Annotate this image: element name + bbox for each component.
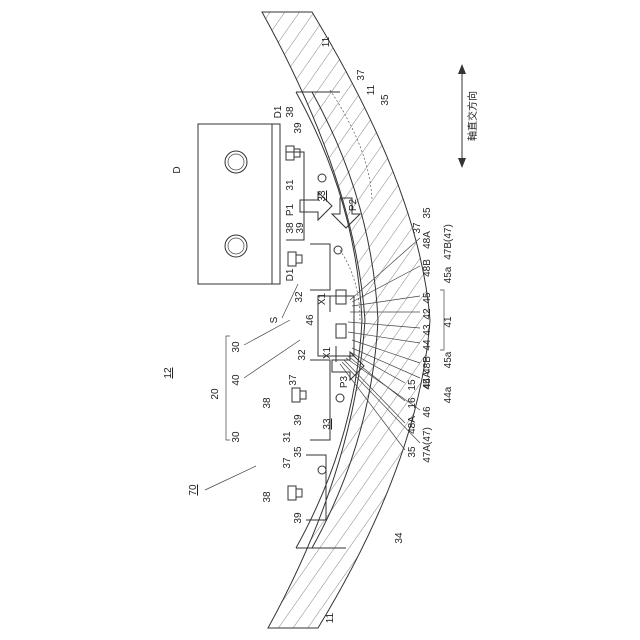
ref-label-l39d: 39 <box>293 512 304 524</box>
ref-label-l34: 34 <box>394 532 405 544</box>
ref-label-lS: S <box>269 316 280 323</box>
ref-label-l33b: 33 <box>322 418 333 430</box>
ref-label-lD: D <box>172 166 183 173</box>
bracket-middle <box>310 244 330 290</box>
ref-label-lD1a: D1 <box>273 105 284 118</box>
pivot-circle <box>318 466 326 474</box>
ref-label-l47B: 47B(47) <box>443 224 454 260</box>
ref-label-l48Ba: 48B <box>422 259 433 277</box>
ref-label-l11c: 11 <box>325 612 336 623</box>
ref-label-l31a: 31 <box>285 179 296 191</box>
ref-label-l38a: 38 <box>285 106 296 118</box>
brace-20 <box>226 336 230 440</box>
ref-label-l43: 43 <box>422 324 433 336</box>
ref-label-l39b: 39 <box>295 222 306 234</box>
pivot-circle <box>334 246 342 254</box>
ref-label-l40: 40 <box>231 374 242 386</box>
ref-label-lP3: P3 <box>339 375 350 388</box>
ref-label-lD1b: D1 <box>285 268 296 281</box>
block-d-hole-inner <box>228 238 244 254</box>
ref-label-l45a: 45 <box>422 292 433 304</box>
ref-label-l11a: 11 <box>321 36 332 47</box>
ref-label-l12: 12 <box>163 367 174 379</box>
ref-label-l45ab: 45a <box>443 266 454 283</box>
ref-label-l11b: 11 <box>366 84 377 95</box>
fastener <box>288 486 302 500</box>
pointer-40 <box>244 340 300 378</box>
block-d-hole-inner <box>228 154 244 170</box>
pointer-70 <box>205 466 256 490</box>
ref-label-l37c: 37 <box>288 374 299 386</box>
ref-label-l33a: 33 <box>317 190 328 202</box>
ref-label-lP1: P1 <box>285 203 296 216</box>
ref-label-l46a: 46 <box>305 314 316 326</box>
ref-label-l31b: 31 <box>282 431 293 443</box>
ref-label-l35c: 35 <box>407 446 418 458</box>
ref-label-l39a: 39 <box>293 122 304 134</box>
ref-label-l38d: 38 <box>262 491 273 503</box>
ref-label-l30b: 30 <box>231 431 242 443</box>
ref-label-l44: 44 <box>422 339 433 351</box>
ref-label-l41: 41 <box>443 316 454 328</box>
ref-label-l20: 20 <box>210 388 221 400</box>
pointer-30 <box>244 320 290 345</box>
fastener <box>292 388 306 402</box>
ref-label-l37d: 37 <box>282 457 293 469</box>
ref-label-l48Ab: 48A <box>407 416 418 434</box>
axis-direction-label: 軸直交方向 <box>466 91 479 141</box>
ref-label-l45aa: 45a <box>443 351 454 368</box>
pivot-circle <box>336 394 344 402</box>
ref-label-l46b: 46 <box>422 406 433 418</box>
ref-label-l15: 15 <box>407 379 418 391</box>
ref-label-l16: 16 <box>407 397 418 409</box>
ref-label-l42: 42 <box>422 308 433 320</box>
ref-label-l32b: 32 <box>297 349 308 361</box>
ref-label-lX1b: X1 <box>322 346 333 359</box>
ref-label-l48Aa: 48A <box>422 231 433 249</box>
axis-arrow-head-top <box>458 64 466 74</box>
ref-label-l70: 70 <box>188 484 199 496</box>
ref-label-l30a: 30 <box>231 341 242 353</box>
ref-label-l39c: 39 <box>293 414 304 426</box>
ref-label-l44a: 44a <box>443 386 454 403</box>
ref-label-l35b: 35 <box>422 207 433 219</box>
ref-label-l38c: 38 <box>262 397 273 409</box>
pivot-circle <box>318 174 326 182</box>
ref-label-lX1a: X1 <box>317 292 328 305</box>
ref-label-l32a: 32 <box>294 291 305 303</box>
axis-arrow-head-bottom <box>458 158 466 168</box>
ref-label-l35d: 35 <box>293 446 304 458</box>
ref-label-l44A: 44A <box>422 371 433 389</box>
mechanism-inner <box>336 290 346 304</box>
ref-label-l47A: 47A(47) <box>422 427 433 463</box>
fastener <box>288 252 302 266</box>
block-d <box>198 124 280 284</box>
ref-label-lP2: P2 <box>348 198 359 211</box>
mechanism-inner <box>336 324 346 338</box>
ref-label-l35a: 35 <box>380 94 391 106</box>
fastener <box>286 146 300 160</box>
ref-label-l37a: 37 <box>356 69 367 81</box>
